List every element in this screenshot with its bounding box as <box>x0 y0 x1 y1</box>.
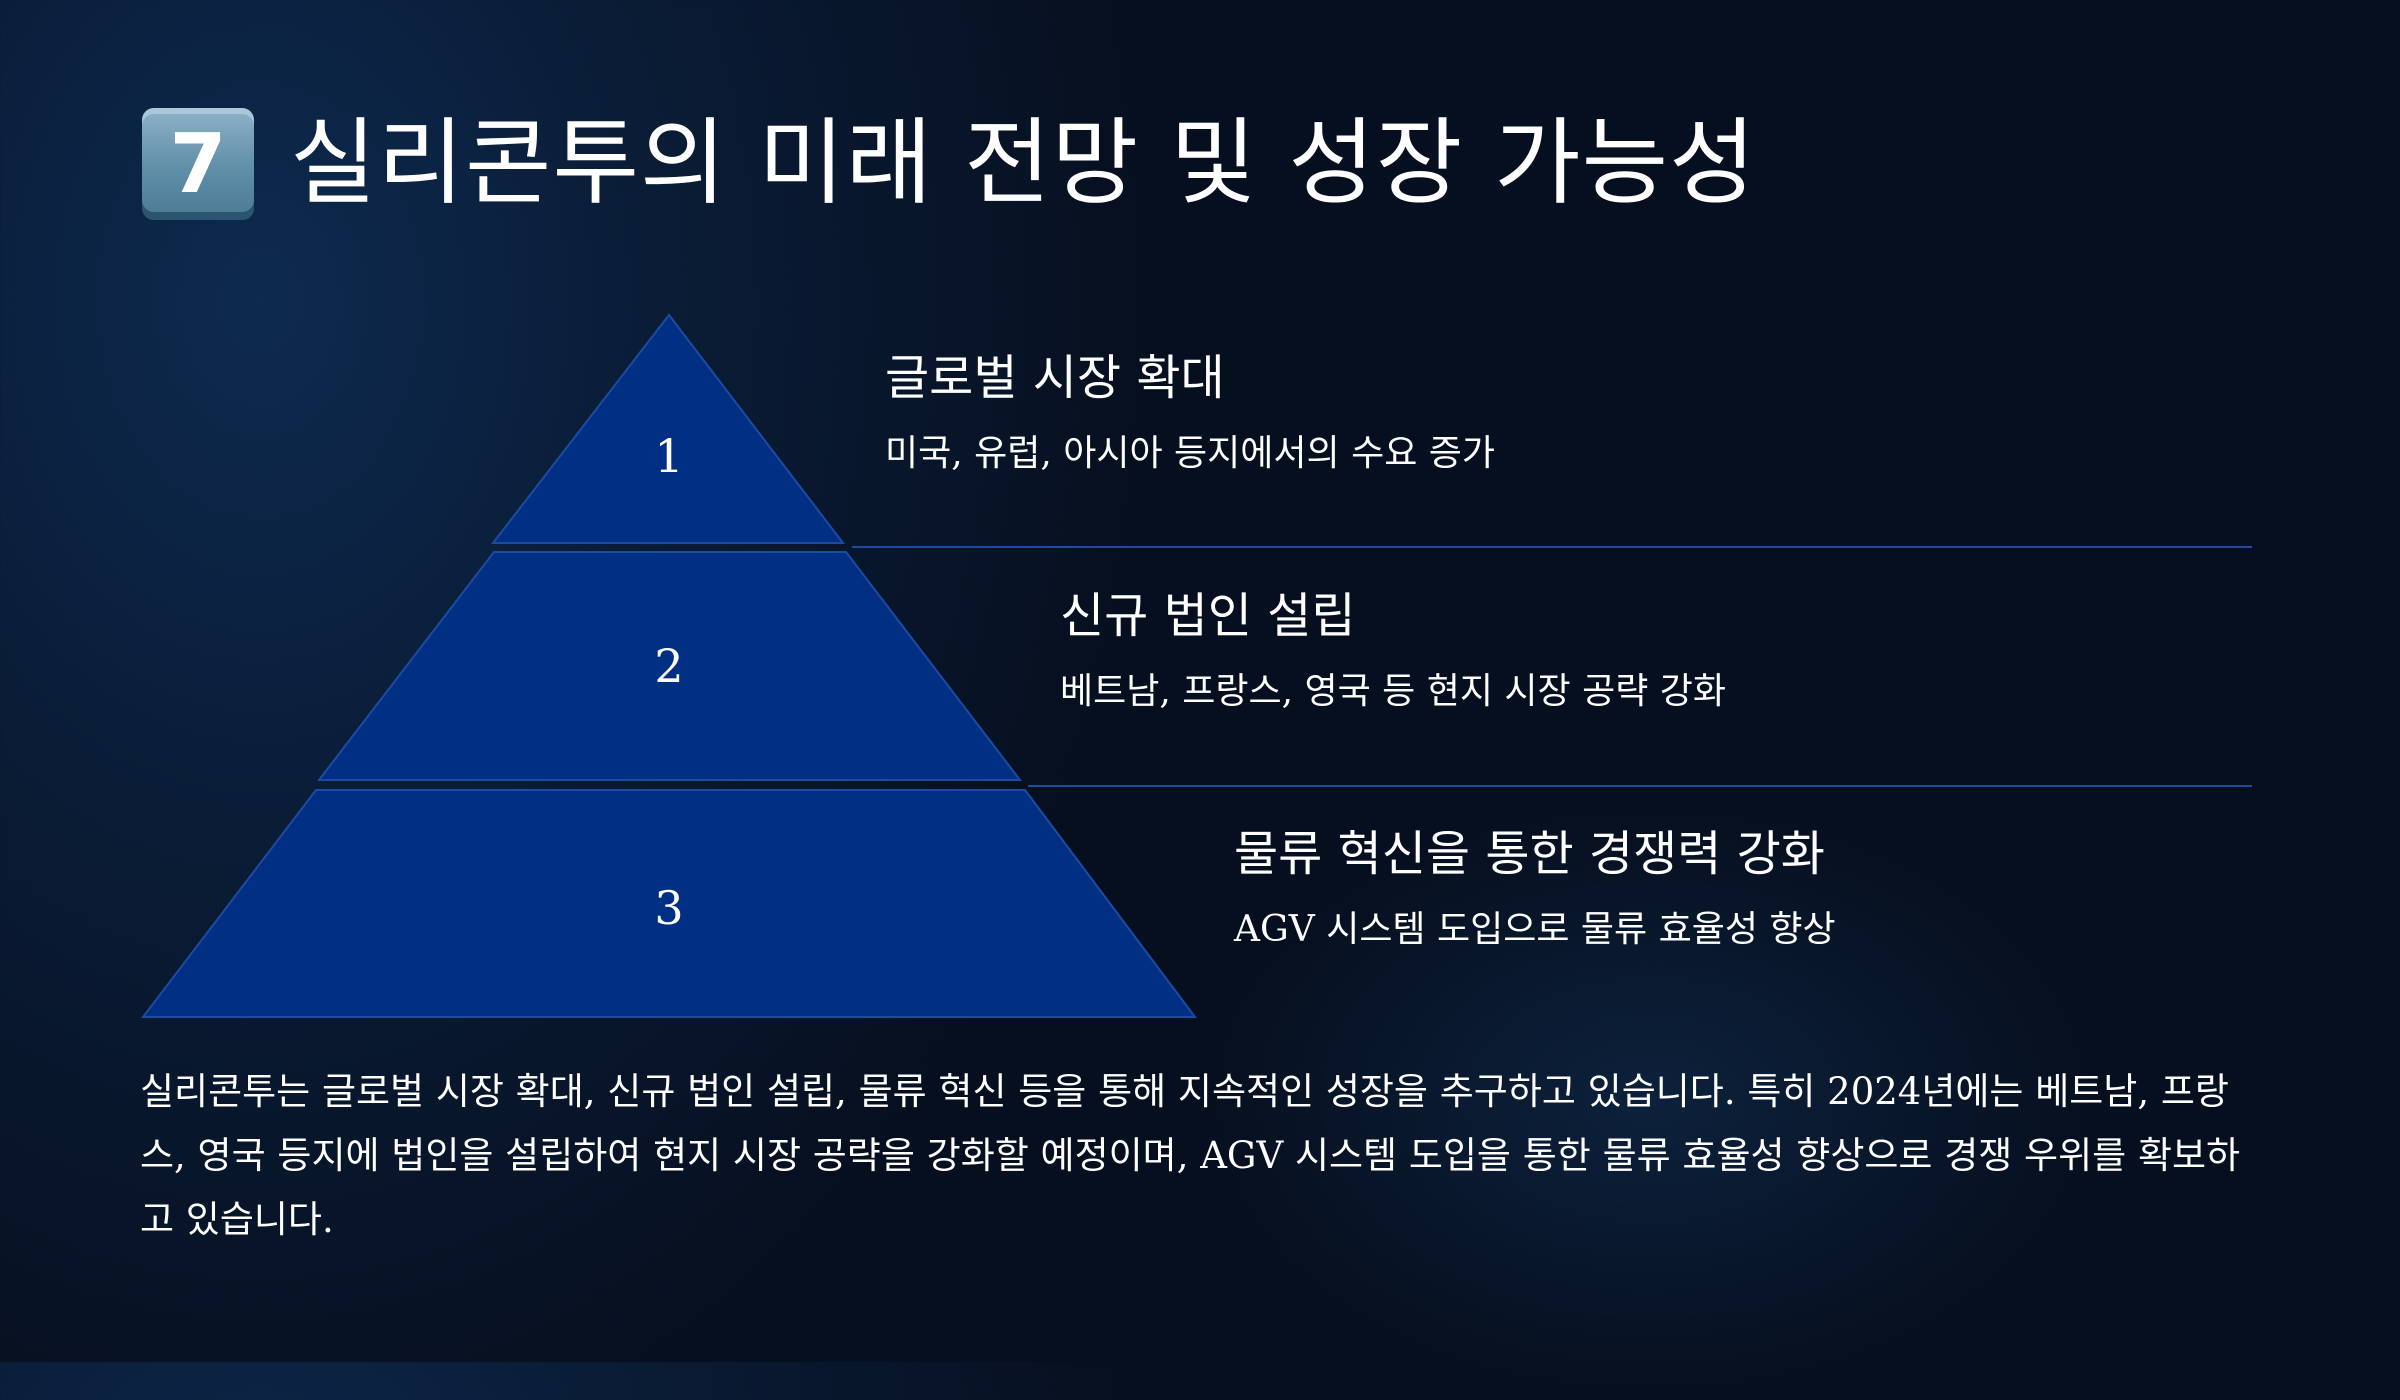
slide-title: 실리콘투의 미래 전망 및 성장 가능성 <box>290 109 1757 218</box>
pyramid-level-3-shape <box>140 789 1197 1018</box>
pyramid-level-2-description: 베트남, 프랑스, 영국 등 현지 시장 공략 강화 <box>1060 670 1727 712</box>
keycap-digit-seven-icon: 7 <box>142 108 254 220</box>
pyramid-level-2-text: 신규 법인 설립 베트남, 프랑스, 영국 등 현지 시장 공략 강화 <box>1060 588 1726 713</box>
pyramid-level-3-title: 물류 혁신을 통한 경쟁력 강화 <box>1234 826 1825 882</box>
pyramid-level-2-shape <box>316 551 1023 781</box>
pyramid-diagram: 1 2 3 <box>140 313 1197 1018</box>
divider-line-2 <box>1028 785 2252 787</box>
pyramid-level-2-number: 2 <box>654 639 683 693</box>
pyramid-level-1-number: 1 <box>654 429 683 483</box>
pyramid-level-3-description: AGV 시스템 도입으로 물류 효율성 향상 <box>1234 908 1836 950</box>
divider-line-1 <box>852 546 2252 548</box>
pyramid-level-3-number: 3 <box>654 881 683 935</box>
pyramid-level-1-text: 글로벌 시장 확대 미국, 유럽, 아시아 등지에서의 수요 증가 <box>885 350 1495 475</box>
pyramid-level-2-title: 신규 법인 설립 <box>1060 588 1356 644</box>
pyramid-level-1-title: 글로벌 시장 확대 <box>885 350 1225 406</box>
pyramid-level-3-text: 물류 혁신을 통한 경쟁력 강화 AGV 시스템 도입으로 물류 효율성 향상 <box>1234 826 1836 951</box>
pyramid-level-1-shape <box>490 313 846 544</box>
pyramid-level-1-description: 미국, 유럽, 아시아 등지에서의 수요 증가 <box>885 432 1496 474</box>
slide-header: 7 실리콘투의 미래 전망 및 성장 가능성 <box>142 108 1757 220</box>
summary-paragraph: 실리콘투는 글로벌 시장 확대, 신규 법인 설립, 물류 혁신 등을 통해 지… <box>140 1070 2241 1241</box>
